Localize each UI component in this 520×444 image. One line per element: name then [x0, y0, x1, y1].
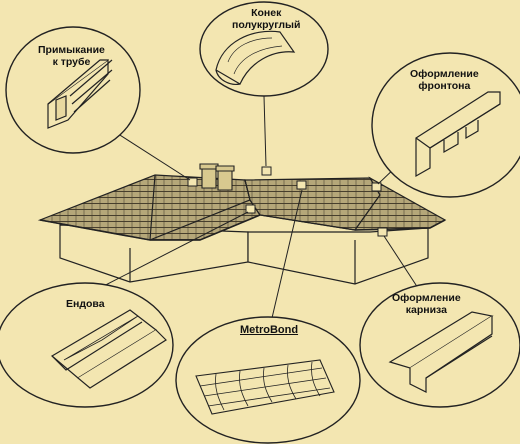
- label-valley: Ендова: [66, 298, 105, 310]
- right-wall: [247, 227, 429, 285]
- label-eave-line-1: Оформление: [392, 292, 461, 304]
- ridge-part: [215, 30, 296, 85]
- eave-part: [388, 311, 494, 393]
- label-ridge: Конек полукруглый: [232, 7, 300, 31]
- leader-lines: [87, 95, 419, 319]
- label-pipe-flashing-line-2: к трубе: [52, 56, 91, 68]
- tile-part: [195, 359, 335, 415]
- chimneys: [199, 163, 235, 191]
- gable-part: [415, 91, 501, 178]
- roof-markers: [187, 166, 388, 237]
- label-ridge-line-1: Конек: [251, 7, 282, 19]
- label-eave: Оформление карниза: [392, 292, 461, 316]
- label-eave-line-2: карниза: [405, 304, 447, 316]
- label-valley-line-1: Ендова: [66, 298, 105, 310]
- label-tile: MetroBond: [240, 324, 298, 336]
- label-gable-line-2: фронтона: [418, 80, 471, 92]
- label-pipe-flashing-line-1: Примыкание: [38, 44, 105, 56]
- valley-part: [50, 309, 167, 389]
- label-tile-line-1: MetroBond: [240, 324, 299, 336]
- label-ridge-line-2: полукруглый: [232, 19, 301, 31]
- label-pipe-flashing: Примыкание к трубе: [38, 44, 105, 68]
- pipe-flashing-part: [47, 58, 113, 129]
- roof: [37, 174, 447, 241]
- roof-plane-center: [244, 177, 381, 231]
- label-gable-line-1: Оформление: [410, 68, 479, 80]
- label-gable: Оформление фронтона: [410, 68, 479, 92]
